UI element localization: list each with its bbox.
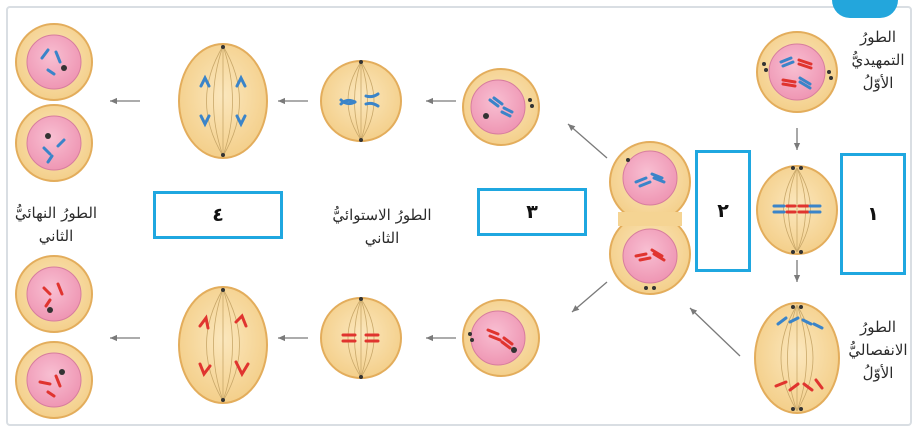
arrow-telophase1-to-bottom xyxy=(572,282,607,312)
label-prophase-1: الطورُ التمهيديُّ الأوّلُ xyxy=(848,26,908,95)
answer-box-1-number: ١ xyxy=(867,203,879,225)
label-anaphase-1: الطورُ الانفصاليُّ الأوّلُ xyxy=(846,316,910,385)
answer-box-1[interactable]: ١ xyxy=(840,153,906,275)
arrow-telophase1-to-top xyxy=(568,124,607,158)
cell-metaphase-2-top xyxy=(321,60,401,142)
cell-anaphase-1 xyxy=(755,303,839,413)
answer-box-3[interactable]: ٣ xyxy=(477,188,587,236)
answer-box-4[interactable]: ٤ xyxy=(153,191,283,239)
cell-anaphase-2-bottom xyxy=(179,287,267,403)
arrow-anaphase1-to-telophase1 xyxy=(690,308,740,356)
cell-telophase-2-bottom-a xyxy=(16,256,92,332)
cell-telophase-2-top-b xyxy=(16,105,92,181)
answer-box-2[interactable]: ٢ xyxy=(695,150,751,272)
answer-box-4-number: ٤ xyxy=(212,204,224,226)
label-metaphase-2: الطورُ الاستوائيُّ الثاني xyxy=(318,204,446,250)
cell-telophase-2-top-a xyxy=(16,24,92,100)
cell-prophase-2-bottom xyxy=(463,300,539,376)
cell-anaphase-2-top xyxy=(179,44,267,158)
answer-box-2-number: ٢ xyxy=(717,200,729,222)
cell-metaphase-1 xyxy=(757,166,837,254)
label-telophase-2: الطورُ النهائيُّ الثاني xyxy=(4,202,108,248)
cell-prophase-2-top xyxy=(463,69,539,145)
cell-telophase-2-bottom-b xyxy=(16,342,92,418)
answer-box-3-number: ٣ xyxy=(526,201,538,223)
cell-telophase-1 xyxy=(610,142,690,294)
cell-prophase-1 xyxy=(757,32,837,112)
cell-metaphase-2-bottom xyxy=(321,297,401,379)
